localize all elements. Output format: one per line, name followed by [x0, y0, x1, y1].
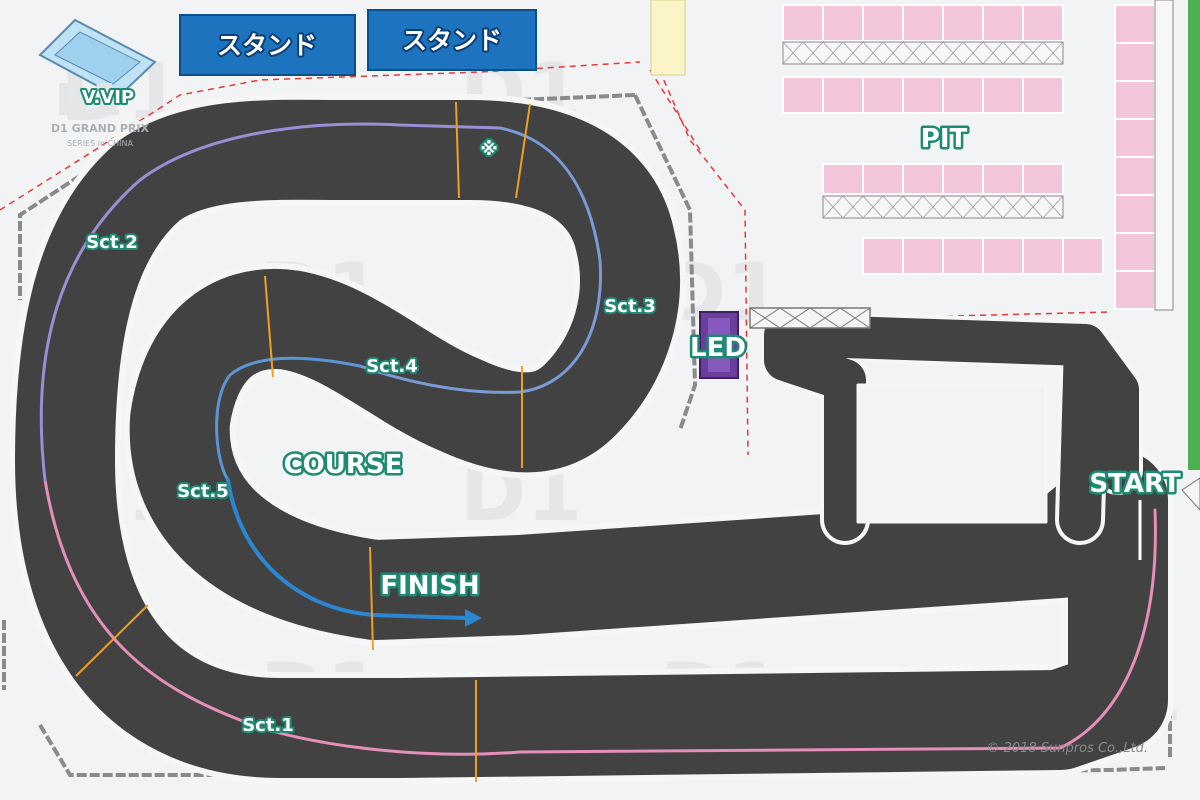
pit-stall[interactable]	[1114, 42, 1156, 82]
start-gate	[1181, 477, 1200, 511]
pit-stall[interactable]	[942, 4, 984, 42]
pit-stall[interactable]	[1062, 237, 1104, 275]
stand-left[interactable]	[179, 14, 356, 76]
race-track	[9, 93, 1174, 784]
led-label: LED	[690, 333, 746, 363]
pit-stall[interactable]	[942, 163, 984, 195]
pit-stall[interactable]	[1114, 156, 1156, 196]
pit-stall[interactable]	[862, 4, 904, 42]
pit-divider-pattern	[822, 195, 1064, 219]
pit-stall[interactable]	[942, 237, 984, 275]
note-mark: ※	[480, 139, 498, 160]
finish-label: FINISH	[380, 571, 479, 601]
vvip-watermark-logo: D1	[55, 75, 122, 126]
pit-stall[interactable]	[902, 4, 944, 42]
vvip-watermark-sub: SERIES in CHINA	[67, 139, 134, 148]
pit-row-top	[782, 4, 1064, 114]
start-line	[1138, 477, 1200, 560]
pit-label: PIT	[921, 124, 968, 154]
sector-5-label: Sct.5	[177, 481, 229, 502]
pit-stall[interactable]	[862, 237, 904, 275]
pit-stall[interactable]	[1022, 76, 1064, 114]
stand-right[interactable]	[367, 9, 537, 71]
paddock-road-surface[interactable]	[764, 314, 1139, 541]
sector-marker	[75, 604, 149, 677]
copyright-text: © 2018 Sunpros Co.,Ltd.	[986, 741, 1148, 756]
edge-strip	[1188, 0, 1200, 470]
pit-divider	[822, 195, 1064, 219]
track-surface-inner[interactable]	[15, 99, 1168, 778]
pit-stall[interactable]	[862, 76, 904, 114]
pit-stall[interactable]	[982, 76, 1024, 114]
sector-markers	[75, 101, 531, 782]
pit-stall[interactable]	[1114, 4, 1156, 44]
pit-divider	[782, 41, 1064, 65]
racing-line-sct2	[39, 122, 502, 482]
paddock-island	[856, 383, 1048, 524]
racing-line-sct4	[215, 356, 362, 482]
pit-divider-pattern	[782, 41, 1064, 65]
racing-line-sct1	[43, 478, 1157, 756]
pit-divider	[1154, 0, 1174, 311]
pit-stall[interactable]	[902, 163, 944, 195]
pit-stall[interactable]	[1022, 237, 1064, 275]
stand-left-label: スタンド	[217, 31, 317, 60]
pit-stall[interactable]	[1114, 232, 1156, 272]
tire-barrier	[749, 307, 871, 329]
pit-stall[interactable]	[982, 4, 1024, 42]
racing-line	[39, 122, 1157, 756]
pit-stall[interactable]	[1022, 4, 1064, 42]
course-label: COURSE	[284, 450, 403, 480]
pit-stall[interactable]	[782, 4, 824, 42]
pit-stall[interactable]	[862, 163, 904, 195]
vvip-label: V.VIP	[82, 87, 134, 108]
pit-stall[interactable]	[822, 76, 864, 114]
pit-stall[interactable]	[982, 163, 1024, 195]
racing-line-sct5	[226, 478, 467, 620]
pit-stall[interactable]	[822, 4, 864, 42]
pit-stall[interactable]	[942, 76, 984, 114]
sector-3-label: Sct.3	[604, 296, 656, 317]
sector-marker	[264, 275, 274, 378]
pit-stall[interactable]	[1114, 80, 1156, 120]
racing-line-sct3	[358, 126, 603, 394]
pit-stall[interactable]	[782, 76, 824, 114]
pit-stall[interactable]	[1022, 163, 1064, 195]
sector-1-label: Sct.1	[242, 715, 294, 736]
pit-stall[interactable]	[1114, 118, 1156, 158]
sector-marker	[455, 101, 460, 199]
pit-stall[interactable]	[902, 76, 944, 114]
pit-area: PIT	[782, 0, 1174, 311]
sector-marker	[515, 103, 531, 199]
sector-marker	[369, 546, 374, 651]
pit-stall[interactable]	[1114, 194, 1156, 234]
led-screen[interactable]: LED	[688, 311, 748, 379]
led-panel-inner	[708, 318, 730, 372]
pit-stall[interactable]	[982, 237, 1024, 275]
pit-stall[interactable]	[822, 163, 864, 195]
vvip-roof	[54, 31, 141, 85]
stand-right-label: スタンド	[402, 26, 502, 55]
start-label: START	[1089, 469, 1180, 499]
sector-4-label: Sct.4	[366, 356, 418, 377]
pit-stall[interactable]	[1114, 270, 1156, 310]
vvip-watermark-name: D1 GRAND PRIX	[51, 122, 149, 135]
finish-arrow-head	[465, 609, 482, 627]
pit-stall[interactable]	[902, 237, 944, 275]
pit-row-middle	[822, 163, 1104, 275]
sector-2-label: Sct.2	[86, 232, 138, 253]
pit-column-right	[1114, 0, 1174, 311]
vvip-area[interactable]: D1 V.VIP D1 GRAND PRIX SERIES in CHINA	[38, 18, 157, 148]
gate-structure	[650, 0, 686, 76]
stands: スタンド スタンド	[179, 9, 537, 76]
